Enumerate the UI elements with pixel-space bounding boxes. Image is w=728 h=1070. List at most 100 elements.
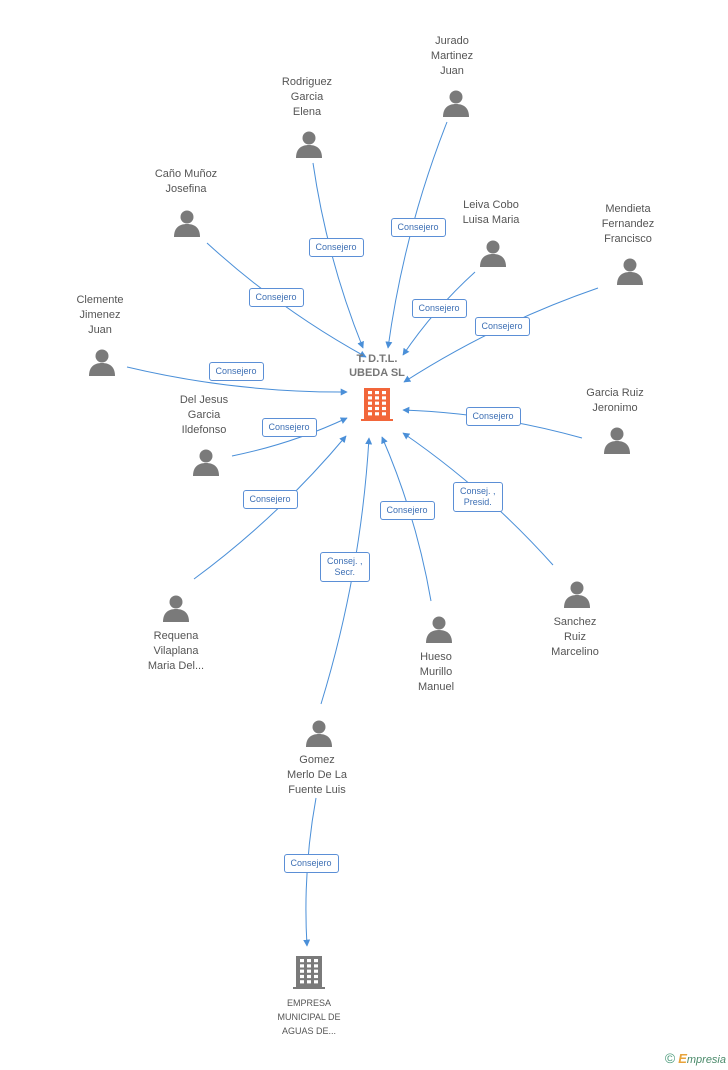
brand-rest: mpresia — [686, 1054, 726, 1066]
person-name-leiva-line: Luisa Maria — [462, 214, 520, 226]
center-company-name[interactable]: T. D.T.L. UBEDA SL — [332, 352, 422, 380]
person-icon[interactable] — [296, 131, 322, 159]
person-name-gomez-line: Merlo De La — [287, 769, 347, 781]
role-badge-text: Consejero — [215, 365, 257, 376]
person-icon[interactable] — [89, 349, 115, 377]
role-badge[interactable]: Consejero — [308, 237, 364, 257]
linked-company-name-line: EMPRESA — [286, 998, 331, 1008]
role-badge-text: Consejero — [386, 504, 428, 515]
copyright-icon: © — [664, 1050, 676, 1066]
brand-first-letter: E — [678, 1051, 687, 1066]
role-badge-text: Secr. — [334, 567, 356, 577]
linked-company-building-icon[interactable] — [293, 956, 325, 989]
person-name-requena-line: Vilaplana — [153, 645, 199, 657]
role-badge-text: Consejero — [315, 241, 357, 252]
role-badge-text: Consejero — [290, 857, 332, 868]
person-name-gomez-line: Gomez — [299, 754, 335, 766]
role-badge[interactable]: Consej. ,Secr. — [320, 552, 370, 582]
role-badge[interactable]: Consejero — [379, 500, 435, 520]
role-badge[interactable]: Consejero — [261, 417, 317, 437]
role-badge-text: Presid. — [463, 497, 492, 507]
person-icon[interactable] — [480, 240, 506, 268]
center-company-name-line: T. D.T.L. — [356, 353, 398, 365]
person-name-mendieta-line: Mendieta — [605, 203, 651, 215]
relation-edge — [312, 162, 364, 349]
person-name-requena-line: Requena — [153, 630, 199, 642]
person-icon[interactable] — [193, 449, 219, 477]
person-name-clemente-line: Juan — [88, 324, 112, 336]
person-name-leiva-line: Leiva Cobo — [463, 199, 519, 211]
linked-company-name-line: AGUAS DE... — [281, 1026, 336, 1036]
person-icon[interactable] — [604, 427, 630, 455]
person-name-deljesus-line: Ildefonso — [181, 424, 227, 436]
person-name-garcia-ruiz-line: Garcia Ruiz — [586, 387, 644, 399]
person-name-sanchez-line: Marcelino — [551, 646, 599, 658]
role-badge[interactable]: Consejero — [248, 287, 304, 307]
person-name-jurado-line: Juan — [440, 65, 464, 77]
role-badge[interactable]: Consejero — [242, 489, 298, 509]
person-name-sanchez-line: Sanchez — [553, 616, 597, 628]
person-icon[interactable] — [163, 595, 189, 623]
nodes-layer — [89, 90, 643, 989]
person-name-requena-line: Maria Del... — [147, 660, 205, 672]
person-name-hueso-line: Hueso — [420, 651, 452, 663]
person-name-cano-line: Caño Muñoz — [154, 168, 218, 180]
person-name-hueso-line: Murillo — [419, 666, 453, 678]
person-name-rodriguez-line: Garcia — [290, 91, 324, 103]
person-name-deljesus-line: Garcia — [187, 409, 221, 421]
role-badge[interactable]: Consejero — [465, 406, 521, 426]
role-badge-text: Consejero — [268, 421, 310, 432]
person-icon[interactable] — [443, 90, 469, 118]
role-badge-text: Consejero — [255, 291, 297, 302]
center-company-name-line: UBEDA SL — [349, 367, 405, 379]
role-badge-text: Consejero — [472, 410, 514, 421]
role-badge[interactable]: Consejero — [390, 217, 446, 237]
person-name-rodriguez-line: Elena — [292, 106, 322, 118]
role-badge-text: Consejero — [397, 221, 439, 232]
center-company-building-icon[interactable] — [361, 388, 393, 421]
role-badge[interactable]: Consejero — [411, 298, 467, 318]
role-badge[interactable]: Consej. ,Presid. — [453, 482, 503, 512]
person-name-sanchez-line: Ruiz — [563, 631, 586, 643]
relation-edge — [231, 417, 348, 457]
person-icon[interactable] — [564, 581, 590, 609]
person-name-clemente-line: Jimenez — [79, 309, 121, 321]
role-badge-text: Consejero — [481, 320, 523, 331]
person-icon[interactable] — [426, 616, 452, 644]
role-badge[interactable]: Consejero — [208, 361, 264, 381]
person-name-deljesus-line: Del Jesus — [179, 394, 229, 406]
person-icon[interactable] — [306, 720, 332, 748]
role-badge-text: Consej. , — [327, 556, 363, 566]
role-badge-text: Consejero — [249, 493, 291, 504]
person-name-jurado-line: Jurado — [435, 35, 469, 47]
person-icon[interactable] — [174, 210, 200, 238]
person-name-jurado-line: Martinez — [430, 50, 474, 62]
person-name-cano-line: Josefina — [165, 183, 207, 195]
person-name-gomez-line: Fuente Luis — [288, 784, 346, 796]
person-name-hueso-line: Manuel — [417, 681, 455, 693]
role-badge[interactable]: Consejero — [474, 316, 530, 336]
role-badge-text: Consejero — [418, 302, 460, 313]
empresia-credit[interactable]: ©Empresia — [665, 1050, 726, 1066]
relation-edge — [193, 435, 347, 580]
person-name-mendieta-line: Fernandez — [601, 218, 655, 230]
relation-edge — [126, 366, 348, 396]
role-badge[interactable]: Consejero — [283, 853, 339, 873]
person-icon[interactable] — [617, 258, 643, 286]
person-name-garcia-ruiz-line: Jeronimo — [592, 402, 638, 414]
person-name-mendieta-line: Francisco — [604, 233, 652, 245]
